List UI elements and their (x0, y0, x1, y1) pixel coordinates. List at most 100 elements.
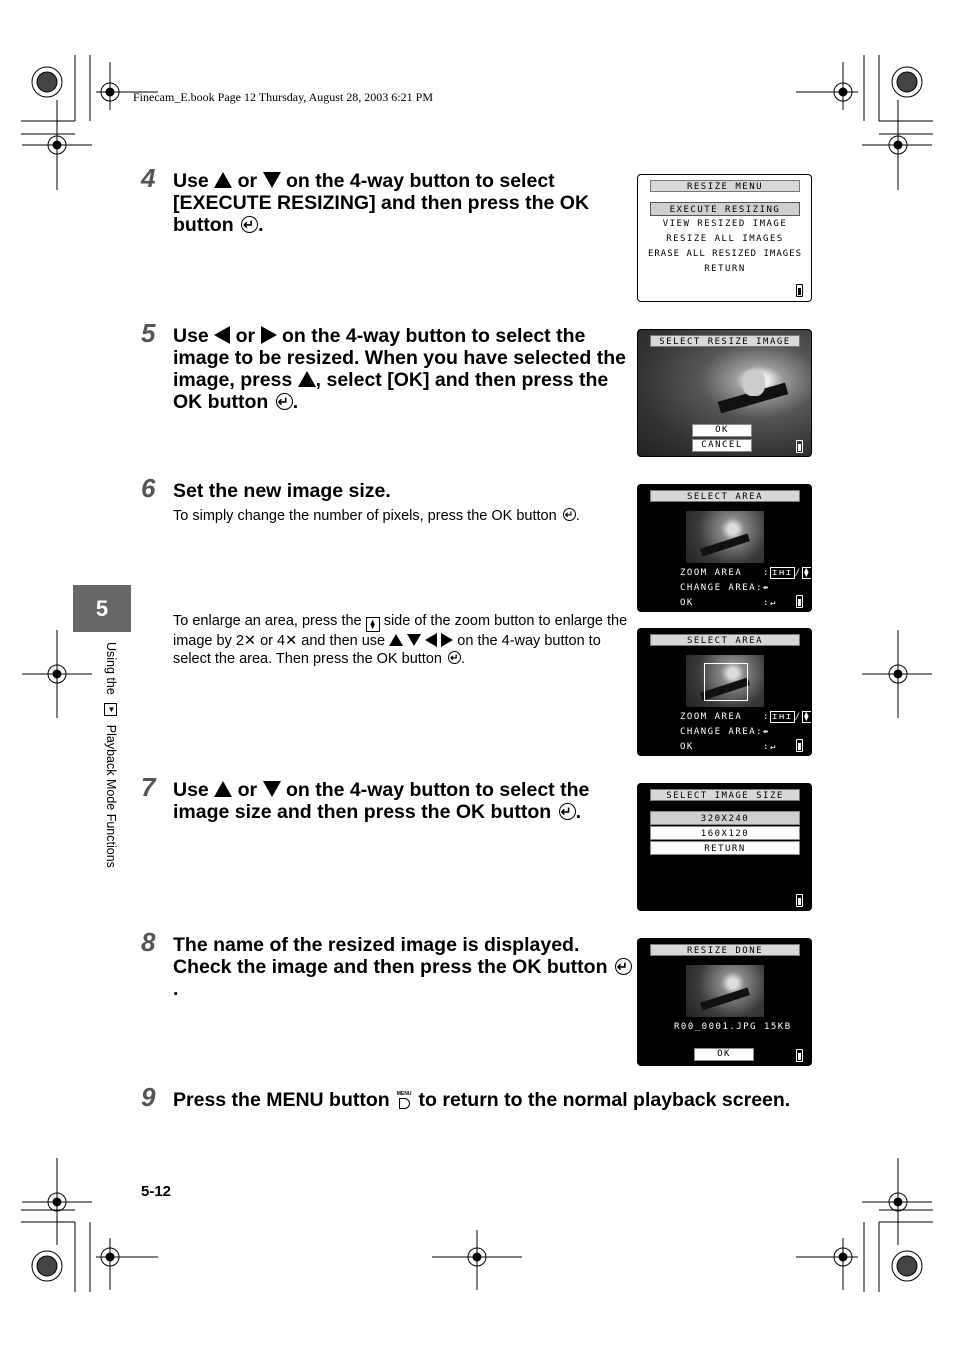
preview-thumbnail (686, 965, 764, 1017)
step-7-text: Use or on the 4-way button to select the… (173, 779, 633, 823)
ok-button-icon (275, 391, 293, 413)
step-text-part: Use (173, 170, 209, 192)
step-8-text: The name of the resized image is display… (173, 934, 633, 1000)
step-text-part: Use (173, 779, 209, 801)
step-text-part: on the 4-way button to select the image … (173, 325, 632, 391)
resize-menu-screen: RESIZE MENU EXECUTE RESIZING VIEW RESIZE… (637, 174, 812, 302)
step-number: 7 (141, 772, 156, 802)
four-way-icon: ⇹ (763, 727, 770, 737)
step-number: 4 (141, 163, 156, 193)
screen-title: SELECT AREA (650, 634, 800, 646)
return-option[interactable]: RETURN (650, 841, 800, 855)
menu-item[interactable]: RETURN (704, 264, 746, 274)
step-6-body-1: To simply change the number of pixels, p… (173, 507, 628, 525)
side-title-before: Using the (104, 642, 118, 695)
screen-title: SELECT IMAGE SIZE (650, 789, 800, 801)
step-6-body-2: To enlarge an area, press the ⧫ side of … (173, 612, 631, 668)
zoom-tele-icon: ⧫ (365, 617, 380, 632)
step-4-text: Use or on the 4-way button to select [EX… (173, 170, 633, 236)
resized-file-name: R00_0001.JPG 15KB (674, 1022, 792, 1032)
step-text-part: Press the MENU button (173, 1089, 390, 1111)
ok-option[interactable]: OK (692, 424, 752, 437)
step-text-part: or (235, 325, 256, 347)
menu-item[interactable]: RESIZE ALL IMAGES (666, 234, 784, 244)
zoom-area-line: ZOOM AREA :ɪʜɪ/⧫ (680, 711, 811, 723)
print-header: Finecam_E.book Page 12 Thursday, August … (133, 90, 433, 104)
body-text-part: side of the zoom button to enlarge the i… (173, 613, 628, 649)
ok-option[interactable]: OK (694, 1048, 754, 1061)
select-image-size-screen: SELECT IMAGE SIZE 320X240 160X120 RETURN (637, 783, 812, 911)
step-text-part: . (258, 214, 264, 236)
preview-thumbnail (686, 511, 764, 563)
step-text-part: Use (173, 325, 209, 347)
ok-button-icon (558, 801, 576, 823)
battery-icon (796, 1049, 803, 1062)
step-6-text: Set the new image size. (173, 480, 633, 502)
battery-icon (796, 284, 803, 297)
step-text-part: or (237, 170, 258, 192)
menu-item[interactable]: VIEW RESIZED IMAGE (662, 219, 788, 229)
menu-icon-label: MENU (396, 1091, 412, 1097)
step-number: 9 (141, 1082, 156, 1112)
step-number: 8 (141, 927, 156, 957)
down-arrow-icon (407, 634, 422, 646)
down-arrow-icon (262, 781, 281, 797)
select-area-zoomed-screen: SELECT AREA ZOOM AREA :ɪʜɪ/⧫ CHANGE AREA… (637, 628, 812, 756)
ok-line: OK :↵ (680, 598, 777, 608)
cancel-option[interactable]: CANCEL (692, 439, 752, 452)
enter-icon: ↵ (769, 742, 777, 752)
change-area-line: CHANGE AREA:⇹ (680, 727, 770, 737)
left-arrow-icon (425, 633, 438, 647)
step-text-part: . (292, 391, 299, 413)
step-text-part: . (173, 978, 179, 1000)
screen-title: RESIZE DONE (650, 944, 800, 956)
step-text-part: or (237, 779, 258, 801)
body-text-part: To enlarge an area, press the (173, 613, 362, 629)
body-text-part: To simply change the number of pixels, p… (173, 508, 557, 524)
chapter-side-title: Using the ▼ Playback Mode Functions (104, 642, 118, 868)
battery-icon (796, 894, 803, 907)
step-number: 5 (141, 318, 156, 348)
battery-icon (796, 595, 803, 608)
screen-title: RESIZE MENU (650, 180, 800, 192)
right-arrow-icon (260, 326, 277, 344)
ok-button-icon (241, 214, 259, 236)
battery-icon (796, 440, 803, 453)
menu-item[interactable]: EXECUTE RESIZING (650, 202, 800, 216)
screen-title: SELECT RESIZE IMAGE (650, 335, 800, 347)
step-text-part: . (575, 801, 581, 823)
body-text-part: . (460, 651, 466, 667)
ok-button-icon (447, 650, 461, 668)
up-arrow-icon (214, 172, 233, 188)
battery-icon (796, 739, 803, 752)
chapter-tab: 5 (73, 585, 131, 632)
down-arrow-icon (262, 172, 281, 188)
resize-done-screen: RESIZE DONE R00_0001.JPG 15KB OK (637, 938, 812, 1066)
step-number: 6 (141, 473, 156, 503)
select-area-screen: SELECT AREA ZOOM AREA :ɪʜɪ/⧫ CHANGE AREA… (637, 484, 812, 612)
enter-icon: ↵ (769, 598, 777, 608)
step-text-part: The name of the resized image is display… (173, 934, 608, 978)
preview-photo (638, 330, 811, 456)
step-text-part: , select [OK] and then press the OK butt… (173, 369, 614, 413)
ok-line: OK :↵ (680, 742, 777, 752)
size-option[interactable]: 320X240 (650, 811, 800, 825)
ok-button-icon (614, 956, 632, 978)
size-option[interactable]: 160X120 (650, 826, 800, 840)
step-text-part: on the 4-way button to select the image … (173, 779, 595, 823)
zoom-area-line: ZOOM AREA :ɪʜɪ/⧫ (680, 567, 811, 579)
page-number: 5-12 (141, 1183, 172, 1200)
step-text-part: on the 4-way button to select [EXECUTE R… (173, 170, 595, 236)
select-resize-image-screen: SELECT RESIZE IMAGE OK CANCEL (637, 329, 812, 457)
menu-item[interactable]: ERASE ALL RESIZED IMAGES (647, 249, 803, 259)
left-arrow-icon (214, 326, 231, 344)
side-title-after: Playback Mode Functions (104, 724, 118, 868)
up-arrow-icon (389, 634, 404, 646)
preview-thumbnail (686, 655, 764, 707)
step-5-text: Use or on the 4-way button to select the… (173, 325, 633, 413)
ok-button-icon (562, 507, 576, 525)
screen-title: SELECT AREA (650, 490, 800, 502)
body-text-part: on the 4-way button to select the area. … (173, 633, 601, 667)
up-arrow-icon (214, 781, 233, 797)
